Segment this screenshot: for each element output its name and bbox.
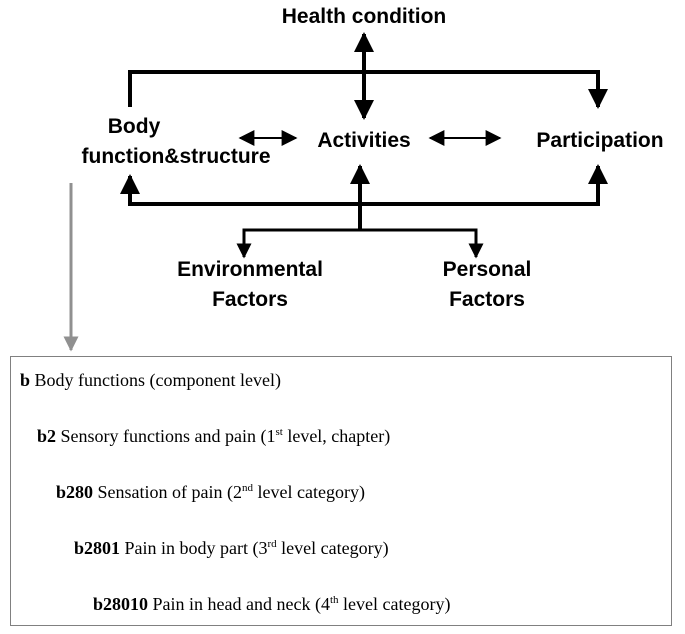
- classification-levels-box: [10, 356, 672, 626]
- environmental-factors-label-line1: Environmental: [177, 258, 323, 281]
- top-bracket-connector: [128, 70, 608, 109]
- level-description: Pain in body part (3: [124, 538, 268, 558]
- level-code: b2: [37, 426, 57, 446]
- level-code: b28010: [93, 594, 149, 614]
- environmental-factors-label-line2: Factors: [212, 288, 288, 311]
- level-item-component: b Body functions (component level): [20, 370, 281, 391]
- level-description-tail: level, chapter): [282, 426, 391, 446]
- level-description: Sensation of pain (2: [97, 482, 242, 502]
- level-description: Pain in head and neck (4: [152, 594, 330, 614]
- level-item-fourth: b28010 Pain in head and neck (4th level …: [93, 594, 450, 615]
- bottom-bracket-connector: [128, 164, 608, 206]
- level-description-tail: level category): [253, 482, 365, 502]
- participation-label: Participation: [536, 129, 663, 152]
- level-ordinal-suffix: st: [275, 426, 283, 438]
- health-condition-label: Health condition: [282, 5, 447, 28]
- level-description-tail: level category): [276, 538, 389, 558]
- activities-label: Activities: [317, 129, 410, 152]
- level-code: b280: [56, 482, 94, 502]
- level-description: Body functions (component level): [34, 370, 281, 390]
- level-ordinal-suffix: rd: [267, 538, 277, 550]
- level-description-tail: level category): [338, 594, 451, 614]
- level-code: b2801: [74, 538, 121, 558]
- level-description: Sensory functions and pain (1: [60, 426, 276, 446]
- level-ordinal-suffix: th: [329, 594, 339, 606]
- level-ordinal-suffix: nd: [242, 482, 253, 494]
- personal-factors-label-line1: Personal: [443, 258, 532, 281]
- contextual-factors-bracket: [242, 228, 478, 256]
- body-function-label-line1: Body: [108, 115, 161, 138]
- level-code: b: [20, 370, 31, 390]
- personal-factors-label-line2: Factors: [449, 288, 525, 311]
- level-item-third: b2801 Pain in body part (3rd level categ…: [74, 538, 389, 559]
- body-function-label-line2: function&structure: [82, 145, 271, 168]
- level-item-second: b280 Sensation of pain (2nd level catego…: [56, 482, 365, 503]
- level-item-chapter: b2 Sensory functions and pain (1st level…: [37, 426, 390, 447]
